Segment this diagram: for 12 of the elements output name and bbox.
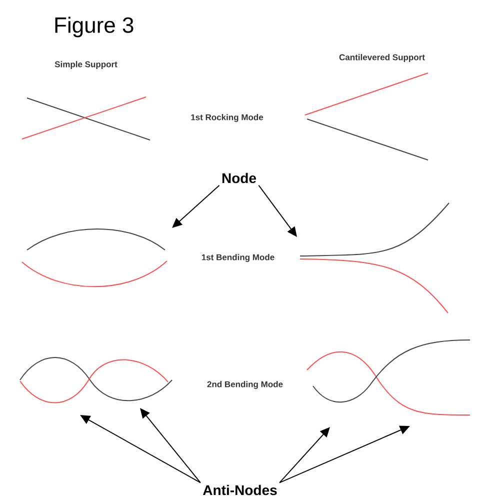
callout-text: Anti-Nodes [203, 484, 277, 496]
arrow [172, 184, 220, 228]
arrow [258, 184, 297, 237]
mode-label: 2nd Bending Mode [206, 380, 284, 390]
column-heading: Cantilevered Support [338, 53, 426, 63]
figure-title: Figure 3 [55, 16, 134, 38]
mode-label: 1st Rocking Mode [190, 113, 264, 123]
column-heading: Simple Support [54, 60, 118, 70]
mode-label: 1st Bending Mode [200, 253, 276, 263]
arrow [140, 408, 201, 484]
callout-text: Node [222, 172, 256, 184]
arrow [279, 427, 330, 484]
